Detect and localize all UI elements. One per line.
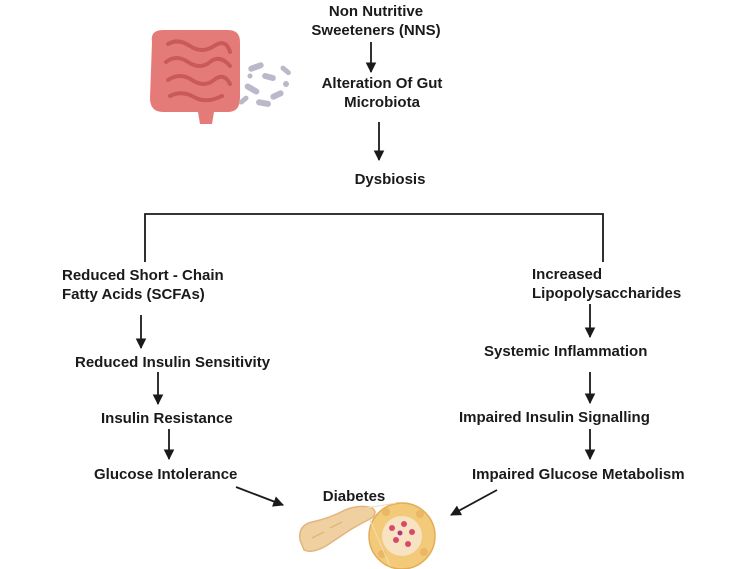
node-inflammation: Systemic Inflammation [484,343,648,360]
node-nns-line2: Sweeteners (NNS) [311,22,441,39]
node-lps-line1: Increased [532,266,603,283]
node-scfa: Reduced Short - Chain Fatty Acids (SCFAs… [62,266,224,304]
node-diabetes: Diabetes [322,488,386,505]
node-scfa-line2: Fatty Acids (SCFAs) [62,286,205,303]
gut-bacteria-icon [238,62,291,107]
node-insulin-resistance: Insulin Resistance [101,410,233,427]
arrow-intolerance-to-diabetes [235,486,285,507]
node-lps-line2: Lipopolysaccharides [532,285,682,302]
branch-connector [144,213,604,262]
pancreatic-islet-icon [368,502,436,569]
node-lps: Increased Lipopolysaccharides [532,265,681,303]
node-glucose-metabolism: Impaired Glucose Metabolism [472,466,685,483]
node-insulin-sensitivity: Reduced Insulin Sensitivity [75,354,271,371]
pancreas-icon [299,505,376,553]
gut-intestine-icon [150,30,240,124]
node-scfa-line1: Reduced Short - Chain [62,267,224,284]
node-dysbiosis: Dysbiosis [354,171,426,188]
node-alteration: Alteration Of Gut Microbiota [322,74,443,112]
node-nns: Non Nutritive Sweeteners (NNS) [311,2,440,40]
node-insulin-signalling: Impaired Insulin Signalling [459,409,650,426]
arrow-metabolism-to-diabetes [450,489,498,516]
node-glucose-intolerance: Glucose Intolerance [94,466,238,483]
node-alteration-line1: Alteration Of Gut [321,75,443,92]
node-alteration-line2: Microbiota [344,94,420,111]
node-nns-line1: Non Nutritive [328,3,424,20]
